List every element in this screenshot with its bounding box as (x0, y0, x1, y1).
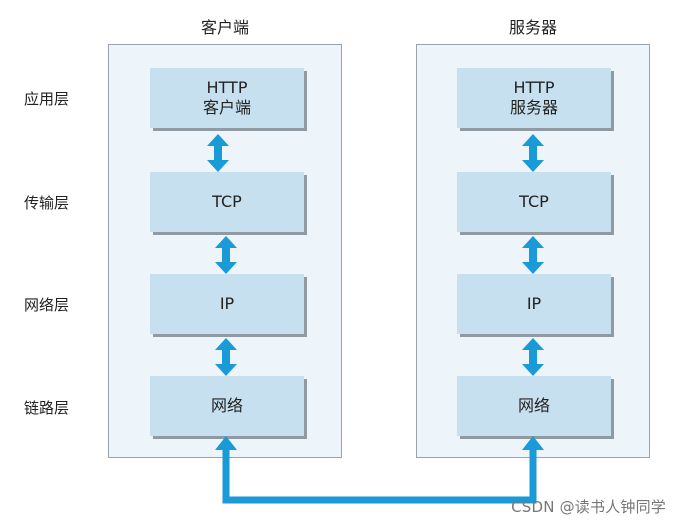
link-arrowhead-client (215, 436, 237, 450)
server-arrow-http-tcp (522, 134, 544, 172)
client-arrow-ip-network (215, 338, 237, 376)
client-http-line2: 客户端 (202, 98, 251, 117)
client-tcp-label: TCP (212, 192, 242, 211)
client-network-label: 网络 (210, 396, 243, 415)
server-network-box: 网络 (457, 376, 611, 436)
server-network-label: 网络 (517, 396, 550, 415)
layer-label-application: 应用层 (24, 90, 70, 108)
layer-label-link: 链路层 (24, 399, 70, 417)
client-ip-label: IP (219, 294, 235, 313)
layer-label-network: 网络层 (24, 296, 70, 314)
client-tcp-box: TCP (150, 172, 304, 232)
client-network-box: 网络 (150, 376, 304, 436)
server-ip-box: IP (457, 274, 611, 334)
server-arrow-tcp-ip (522, 236, 544, 274)
server-http-box: HTTP 服务器 (457, 68, 611, 128)
server-tcp-label: TCP (519, 192, 549, 211)
layer-label-transport: 传输层 (24, 194, 70, 212)
server-arrow-ip-network (522, 338, 544, 376)
server-column-title: 服务器 (508, 18, 557, 37)
server-http-line2: 服务器 (509, 98, 558, 117)
client-ip-box: IP (150, 274, 304, 334)
watermark: CSDN @读书人钟同学 (511, 498, 666, 516)
link-arrowhead-server (522, 436, 544, 450)
client-arrow-http-tcp (207, 134, 229, 172)
client-http-box: HTTP 客户端 (150, 68, 304, 128)
client-column-title: 客户端 (200, 18, 249, 37)
client-http-line1: HTTP (206, 78, 248, 97)
client-arrow-tcp-ip (215, 236, 237, 274)
server-ip-label: IP (526, 294, 542, 313)
server-http-line1: HTTP (513, 78, 555, 97)
server-tcp-box: TCP (457, 172, 611, 232)
physical-link-line (215, 436, 544, 504)
